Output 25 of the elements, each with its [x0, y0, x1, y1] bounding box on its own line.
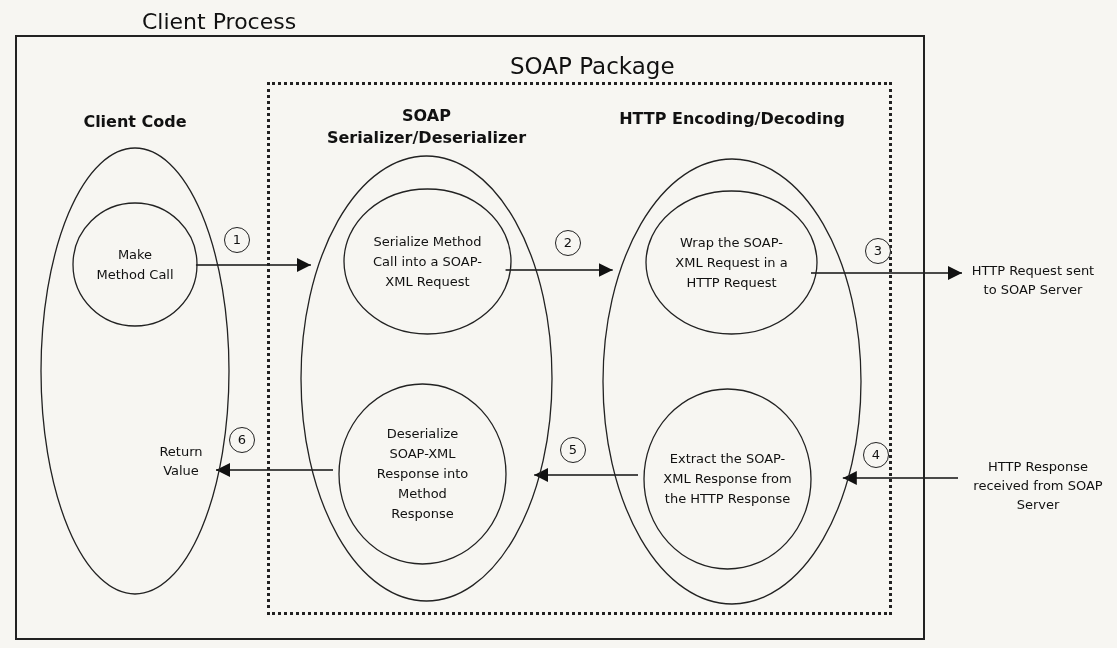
arrow	[215, 463, 334, 477]
component-title: Client Code	[82, 111, 188, 133]
step-number: 5	[560, 437, 586, 463]
arrow	[195, 258, 312, 272]
step-number: 1	[224, 227, 250, 253]
arrow	[810, 266, 963, 280]
endpoint-text: HTTP Request sent to SOAP Server	[966, 248, 1100, 312]
endpoint-text: Return Value	[148, 442, 214, 480]
step-number: 4	[863, 442, 889, 468]
step-text: Make Method Call	[95, 245, 175, 284]
arrow	[504, 263, 614, 277]
step-text: Extract the SOAP-XML Response from the HTTP Response	[662, 450, 793, 508]
arrow	[842, 471, 959, 485]
step-number: 3	[865, 238, 891, 264]
step-text: Serialize Method Call into a SOAP-XML Request	[372, 232, 483, 291]
step-text: Wrap the SOAP-XML Request in a HTTP Request	[674, 233, 789, 292]
boundary-title: SOAP Package	[510, 52, 675, 81]
boundary-title: Client Process	[142, 8, 297, 36]
endpoint-text: HTTP Response received from SOAP Server	[962, 453, 1114, 517]
step-text: Deserialize SOAP-XML Response into Method Response	[375, 425, 470, 523]
component-title: SOAP Serializer/Deserializer	[325, 105, 528, 149]
component-title: HTTP Encoding/Decoding	[618, 108, 846, 130]
step-number: 6	[229, 427, 255, 453]
arrow	[533, 468, 639, 482]
step-number: 2	[555, 230, 581, 256]
